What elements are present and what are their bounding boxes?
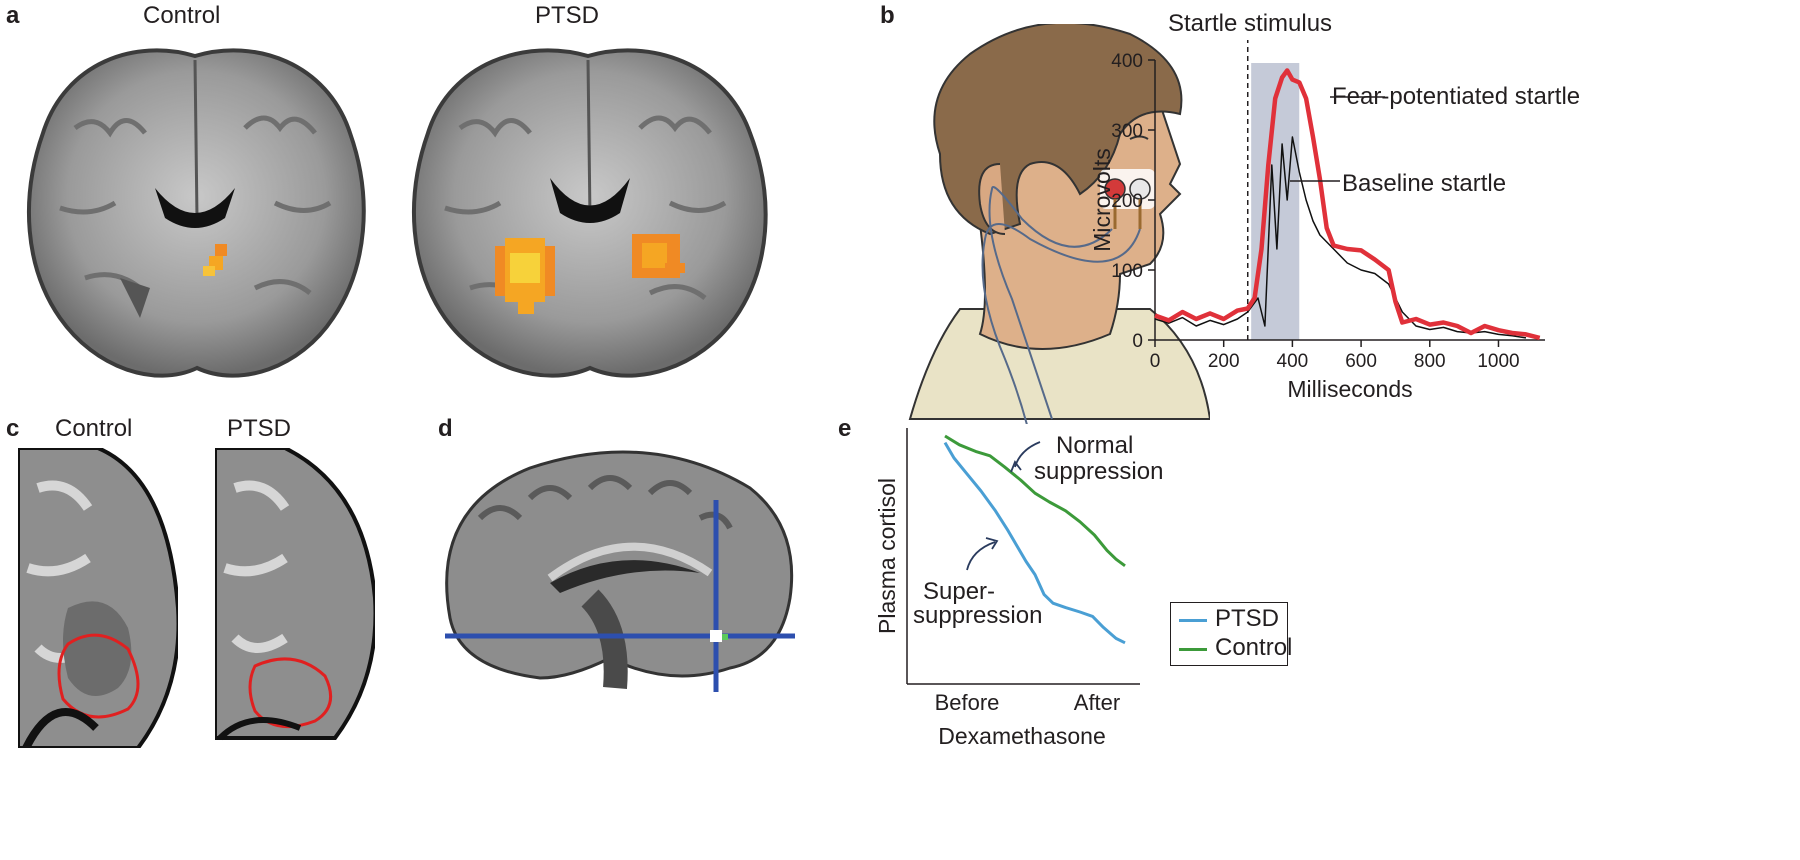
ptsd-series-line — [943, 441, 1126, 645]
hippocampus-ptsd-image — [215, 448, 375, 741]
baseline-startle-series-line — [1154, 136, 1527, 339]
legend-ptsd-swatch — [1179, 619, 1207, 622]
brain-coronal-control-image — [26, 48, 366, 378]
normal-suppression-label-2: suppression — [1034, 458, 1164, 485]
normal-suppression-label-1: Normal — [1056, 432, 1134, 459]
control-series-line — [944, 434, 1126, 568]
startle-x-tick-label: 1000 — [1477, 351, 1519, 372]
super-suppression-arrow — [966, 541, 996, 571]
startle-y-tick-label: 0 — [1132, 331, 1143, 352]
legend-ptsd-label: PTSD — [1215, 605, 1280, 632]
legend-control-label: Control — [1215, 634, 1293, 661]
panel-letter-a: a — [6, 2, 20, 29]
startle-x-tick-label: 400 — [1277, 351, 1309, 372]
panel-letter-b: b — [880, 2, 895, 29]
fear-potentiated-series-line — [1154, 68, 1541, 341]
cortisol-legend: PTSD Control — [1170, 602, 1292, 666]
startle-x-tick-label: 0 — [1150, 351, 1161, 372]
cortisol-x-tick-label: After — [1074, 690, 1120, 715]
startle-x-tick-label: 200 — [1208, 351, 1240, 372]
brain-coronal-ptsd-image — [411, 48, 768, 378]
panel-letter-c: c — [6, 415, 20, 442]
super-suppression-label-1: Super- — [923, 578, 996, 605]
panel-letter-e: e — [838, 415, 852, 442]
startle-y-axis-label: Microvolts — [1089, 148, 1115, 252]
startle-y-tick-label: 300 — [1111, 121, 1143, 142]
super-suppression-arrowhead — [985, 537, 999, 550]
startle-stimulus-label: Startle stimulus — [1168, 10, 1333, 37]
panel-a-control-label: Control — [143, 2, 221, 29]
startle-y-tick-label: 200 — [1111, 191, 1143, 212]
baseline-startle-label: Baseline startle — [1342, 170, 1507, 197]
brain-sagittal-image — [445, 450, 795, 692]
panel-letter-d: d — [438, 415, 453, 442]
legend-control-swatch — [1179, 648, 1207, 651]
super-suppression-label-2: suppression — [913, 602, 1043, 629]
startle-x-tick-label: 800 — [1414, 351, 1446, 372]
fear-potentiated-label: Fear-potentiated startle — [1332, 83, 1581, 110]
cortisol-x-tick-label: Before — [935, 690, 1000, 715]
startle-x-tick-label: 600 — [1345, 351, 1377, 372]
panel-c-control-label: Control — [55, 415, 133, 442]
normal-suppression-arrowhead — [1010, 460, 1022, 473]
panel-a-ptsd-label: PTSD — [535, 2, 600, 29]
startle-x-axis-label: Milliseconds — [1287, 376, 1412, 402]
startle-y-tick-label: 100 — [1111, 261, 1143, 282]
startle-chart: 0 100 200 300 400 0 200 400 600 800 1000Millisecon… — [1089, 40, 1545, 402]
startle-y-tick-label: 400 — [1111, 51, 1143, 72]
cortisol-x-axis-label: Dexamethasone — [938, 723, 1106, 749]
hippocampus-control-image — [18, 448, 178, 748]
panel-c-ptsd-label: PTSD — [227, 415, 292, 442]
startle-electrode-head-illustration — [908, 24, 1210, 424]
cortisol-y-axis-label: Plasma cortisol — [874, 478, 900, 634]
